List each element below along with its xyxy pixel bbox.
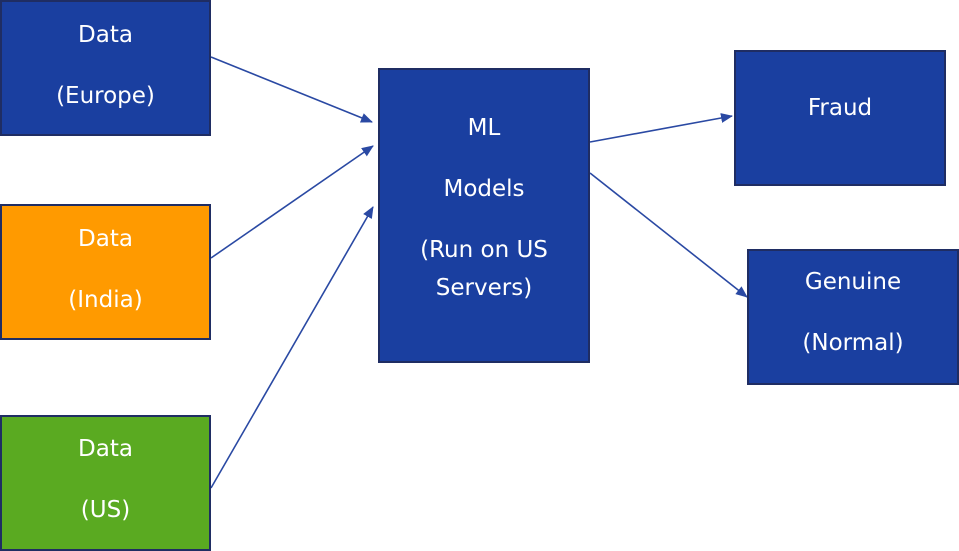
node-data-europe-line2: (Europe) [56,83,155,109]
node-data-europe-line1: Data [78,22,133,48]
edge-europe-to-ml [210,56,373,123]
edge-india-to-ml [210,145,374,259]
node-ml-models-line1: ML [467,115,501,141]
node-data-us-line2: (US) [80,497,131,523]
node-fraud-label: Fraud [807,95,873,121]
edge-ml-to-genuine [589,172,748,298]
node-fraud: Fraud [734,50,946,186]
node-data-india-line1: Data [78,226,133,252]
node-genuine-line2: (Normal) [802,330,904,356]
node-ml-models-line3: (Run on US [420,237,548,263]
node-ml-models: ML Models (Run on US Servers) [378,68,590,363]
node-ml-models-line4: Servers) [435,275,533,301]
node-ml-models-line2: Models [443,176,525,202]
node-genuine: Genuine (Normal) [747,249,959,385]
node-data-india-line2: (India) [68,287,143,313]
node-data-us: Data (US) [0,415,211,551]
edge-ml-to-fraud [589,113,733,143]
node-data-us-line1: Data [78,436,133,462]
node-data-europe: Data (Europe) [0,0,211,136]
edge-us-to-ml [210,206,374,489]
node-genuine-line1: Genuine [804,269,902,295]
node-data-india: Data (India) [0,204,211,340]
